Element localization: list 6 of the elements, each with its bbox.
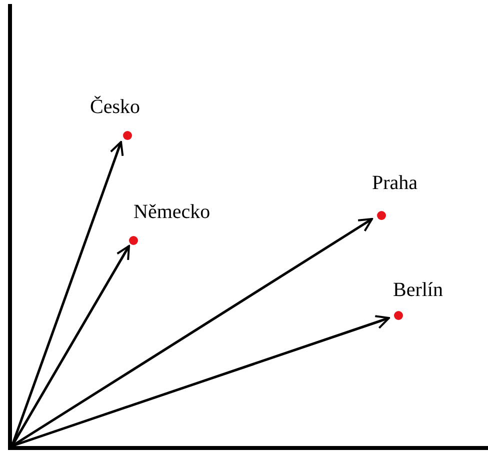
vector-arrow: [12, 315, 390, 448]
point-label: Berlín: [393, 279, 443, 301]
point-label: Praha: [372, 172, 418, 194]
point-label: Česko: [90, 96, 140, 118]
point-label: Německo: [134, 201, 210, 223]
vector-arrow: [10, 141, 124, 446]
